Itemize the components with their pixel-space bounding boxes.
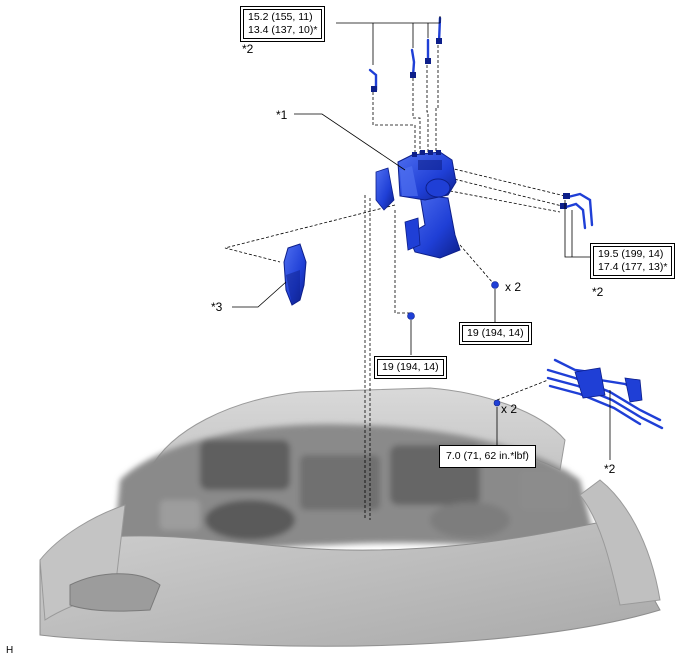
lower-bolt-quantity: x 2 xyxy=(501,402,518,416)
lower-bracket xyxy=(574,367,643,403)
bolts xyxy=(407,281,501,407)
callout-star3: *3 xyxy=(211,300,223,314)
callout-star2-right: *2 xyxy=(592,285,604,299)
torque-bolt-left: 19 (194, 14) xyxy=(377,359,444,376)
callout-star2-lower: *2 xyxy=(604,462,616,476)
torque-right-line1: 19.5 (199, 14) xyxy=(598,248,664,260)
callout-star2-top: *2 xyxy=(242,42,254,56)
torque-box-bolt-left: 19 (194, 14) xyxy=(374,356,447,379)
torque-box-right: 19.5 (199, 14) 17.4 (177, 13)* xyxy=(590,243,676,279)
callout-star1: *1 xyxy=(276,108,288,122)
torque-box-top: 15.2 (155, 11) 13.4 (137, 10)* xyxy=(240,6,326,42)
torque-bolt-lower: 7.0 (71, 62 in.*lbf) xyxy=(446,450,529,462)
bolt-lower xyxy=(493,399,501,407)
top-brake-lines xyxy=(368,16,442,92)
side-cover-part xyxy=(283,243,307,306)
torque-box-bolt-right: 19 (194, 14) xyxy=(459,322,532,345)
right-brake-lines xyxy=(564,192,594,230)
vehicle-front-background xyxy=(39,387,661,647)
torque-right-line2: 17.4 (177, 13)* xyxy=(598,261,668,273)
vehicle-bumper xyxy=(39,519,661,647)
torque-top-line2: 13.4 (137, 10)* xyxy=(248,24,318,36)
figure-code-letter: H xyxy=(6,645,14,656)
top-brake-line-fittings xyxy=(371,38,442,92)
torque-top-line1: 15.2 (155, 11) xyxy=(248,11,313,23)
bolt-left xyxy=(407,312,415,320)
torque-bolt-right: 19 (194, 14) xyxy=(462,325,529,342)
torque-box-bolt-lower: 7.0 (71, 62 in.*lbf) xyxy=(439,445,536,468)
bolt-right xyxy=(491,281,499,289)
solid-leader-lines xyxy=(232,16,611,460)
brake-actuator-assembly xyxy=(375,150,461,259)
dashed-assembly-lines xyxy=(224,45,566,520)
upper-bolt-quantity: x 2 xyxy=(505,280,522,294)
